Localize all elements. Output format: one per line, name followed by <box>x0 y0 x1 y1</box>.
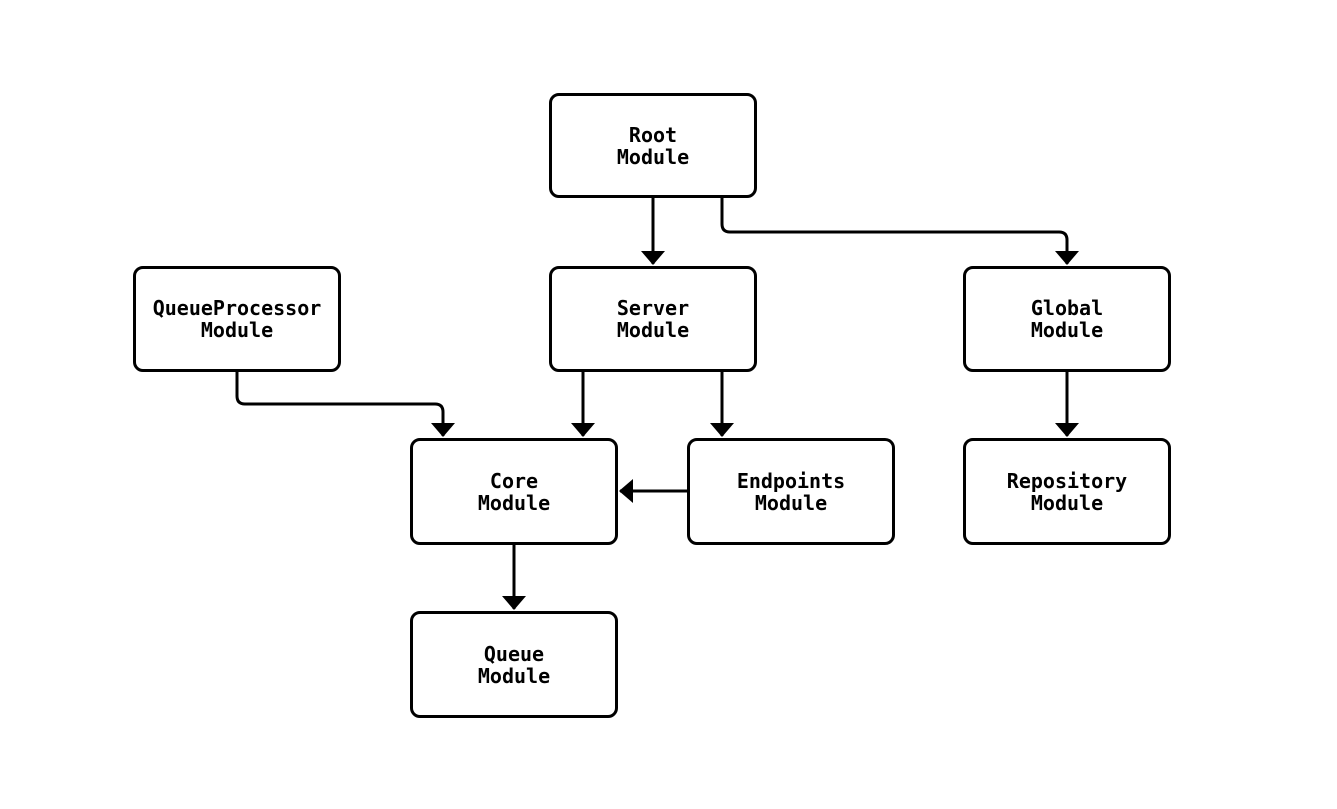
node-global-module: Global Module <box>963 266 1171 372</box>
node-label: Server <box>616 296 690 320</box>
node-label: Core <box>489 468 539 493</box>
node-label: Module <box>1030 318 1104 342</box>
edge-queueprocessor-to-core <box>235 372 455 437</box>
node-label: Repository <box>1006 468 1128 493</box>
node-queue-module: Queue Module <box>410 611 618 718</box>
edge-root-to-global <box>720 198 1079 265</box>
node-label: Module <box>477 663 551 688</box>
node-label: Module <box>616 144 690 169</box>
node-label: Endpoints <box>736 468 846 493</box>
node-label: Module <box>1030 490 1104 515</box>
node-endpoints-module: Endpoints Module <box>687 438 895 545</box>
node-label: Module <box>754 490 828 515</box>
node-repository-module: Repository Module <box>963 438 1171 545</box>
node-label: QueueProcessor <box>152 296 322 320</box>
node-queueprocessor-module: QueueProcessor Module <box>133 266 341 372</box>
node-label: Module <box>200 318 274 342</box>
node-label: Root <box>628 122 678 147</box>
node-label: Queue <box>483 641 545 666</box>
node-root-module: Root Module <box>549 93 757 198</box>
node-label: Module <box>477 490 551 515</box>
node-core-module: Core Module <box>410 438 618 545</box>
node-label: Module <box>616 318 690 342</box>
node-server-module: Server Module <box>549 266 757 372</box>
node-label: Global <box>1030 296 1104 320</box>
